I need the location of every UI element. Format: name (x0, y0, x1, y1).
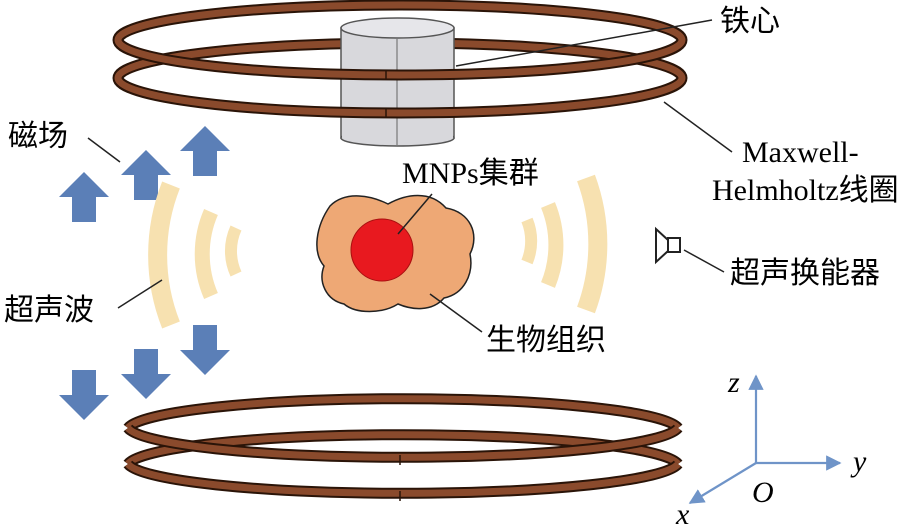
axis-label-origin: O (752, 476, 774, 509)
mnp-cluster (350, 218, 414, 282)
label-iron-core: 铁心 (720, 5, 780, 38)
label-ultrasound: 超声波 (4, 294, 94, 327)
block-arrow-icon (59, 172, 109, 222)
label-transducer: 超声换能器 (730, 257, 880, 290)
leader-coil (663, 101, 733, 153)
block-arrow-icon (121, 150, 171, 200)
ultrasound-waves-right (521, 174, 608, 314)
axis-label-z: z (727, 366, 740, 399)
axis-label-y: y (850, 445, 867, 478)
top-coil-front (112, 38, 688, 119)
iron-core (340, 17, 455, 147)
label-magnetic-field: 磁场 (8, 120, 68, 153)
leader-lines (87, 19, 733, 333)
ultrasound-waves-left (148, 181, 242, 329)
field-arrows-up (59, 126, 230, 222)
leader-iron-core (455, 19, 713, 67)
label-coil-line1: Maxwell- (742, 136, 859, 169)
leader-mnp (397, 193, 433, 235)
x-axis (688, 462, 757, 504)
leader-transducer (683, 249, 725, 273)
speaker-icon (655, 226, 681, 265)
leader-ultrasound (117, 279, 163, 309)
field-arrows-down (59, 325, 230, 420)
block-arrow-icon (59, 370, 109, 420)
label-mnp-cluster: MNPs集群 (402, 157, 539, 190)
label-tissue: 生物组织 (486, 324, 606, 357)
bottom-coil (123, 393, 683, 501)
block-arrow-icon (121, 349, 171, 399)
label-coil-line2: Helmholtz线圈 (712, 174, 899, 207)
block-arrow-icon (180, 126, 230, 176)
leader-magnetic-field (87, 137, 121, 163)
block-arrow-icon (180, 325, 230, 375)
coordinate-axes (688, 374, 842, 504)
axis-label-x: x (675, 498, 690, 529)
leader-tissue (429, 293, 483, 333)
